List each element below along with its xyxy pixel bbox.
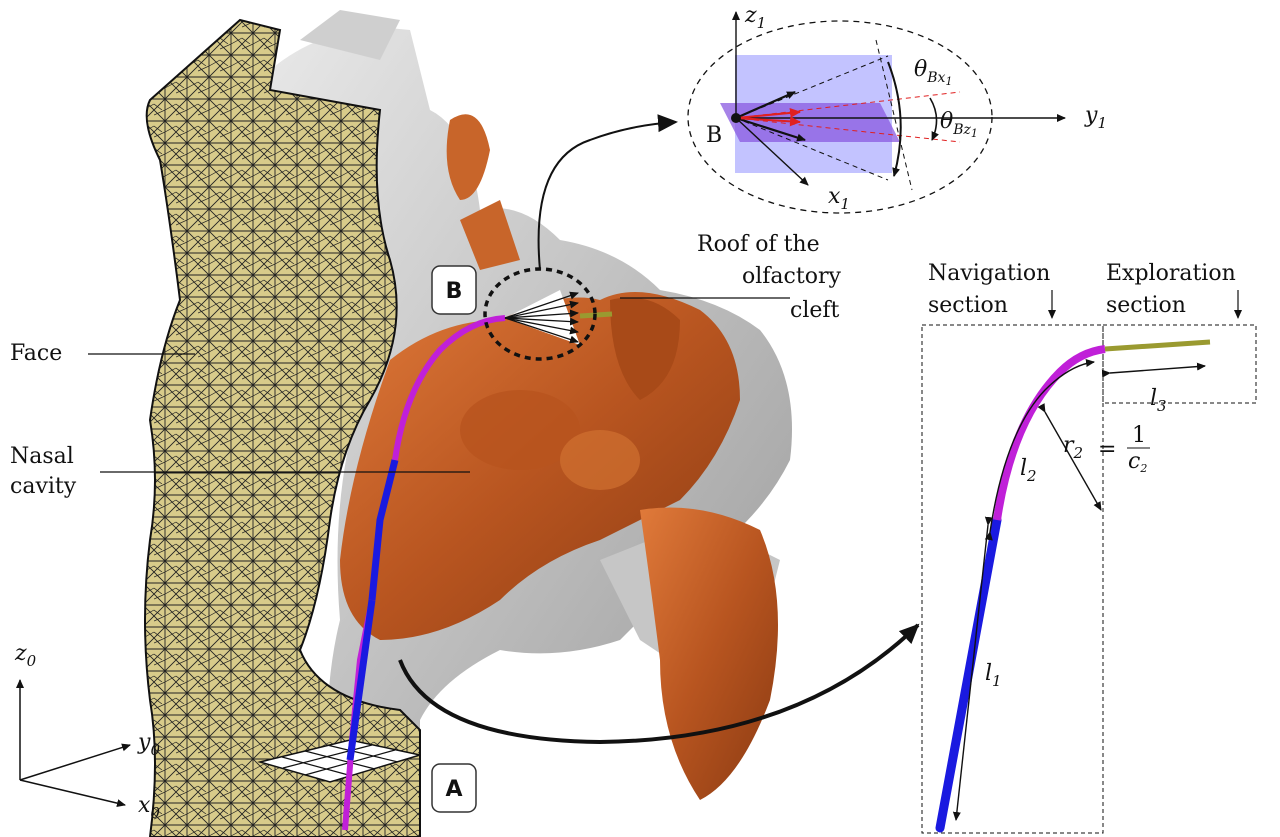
svg-text:B: B bbox=[446, 279, 463, 304]
svg-text:=: = bbox=[1098, 437, 1116, 462]
svg-text:r2: r2 bbox=[1063, 433, 1083, 462]
inset-point-b-label: B bbox=[706, 123, 722, 148]
svg-text:section: section bbox=[1106, 293, 1186, 318]
svg-text:cavity: cavity bbox=[10, 474, 77, 499]
z1-axis-label: z1 bbox=[744, 3, 766, 32]
svg-text:Exploration: Exploration bbox=[1106, 261, 1236, 286]
svg-text:Roof of the: Roof of the bbox=[697, 232, 820, 257]
point-a-badge: A bbox=[432, 764, 476, 812]
l3-label: l3 bbox=[1150, 386, 1167, 415]
z0-axis-label: z0 bbox=[14, 641, 37, 670]
l3-dimension bbox=[1110, 366, 1205, 373]
svg-text:section: section bbox=[928, 293, 1008, 318]
svg-text:Face: Face bbox=[10, 341, 62, 366]
exploration-section-box bbox=[1103, 325, 1256, 403]
y1-axis-label: y1 bbox=[1084, 103, 1107, 132]
l1-label: l1 bbox=[985, 661, 1002, 690]
svg-text:olfactory: olfactory bbox=[742, 264, 841, 289]
point-b-badge: B bbox=[432, 266, 476, 314]
svg-text:c2: c2 bbox=[1128, 449, 1147, 475]
global-axes bbox=[20, 680, 130, 805]
svg-text:Nasal: Nasal bbox=[10, 444, 74, 469]
svg-text:A: A bbox=[445, 777, 462, 802]
endoscope-schematic bbox=[922, 325, 1256, 833]
svg-text:cleft: cleft bbox=[790, 298, 840, 323]
l2-label: l2 bbox=[1020, 456, 1037, 485]
svg-text:1: 1 bbox=[1132, 423, 1146, 448]
exploration-section-label: Exploration section bbox=[1106, 261, 1238, 318]
l1-dimension bbox=[956, 525, 988, 820]
svg-text:Navigation: Navigation bbox=[928, 261, 1050, 286]
local-frame-inset bbox=[688, 12, 1065, 213]
navigation-section-label: Navigation section bbox=[928, 261, 1052, 318]
